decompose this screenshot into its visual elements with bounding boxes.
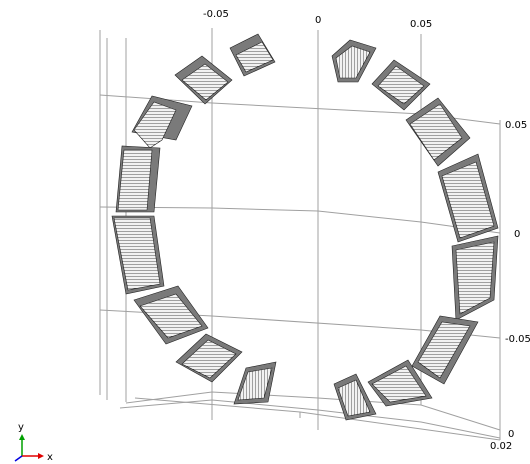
triad-y-arrow-icon: [19, 434, 25, 440]
coil-geometry[interactable]: [111, 33, 499, 421]
tick-label-right-lower: -0.05: [505, 334, 530, 345]
triad-x-arrow-icon: [38, 453, 44, 459]
coil-block[interactable]: [417, 321, 471, 379]
tick-label-top-left: -0.05: [203, 9, 229, 20]
coil-block[interactable]: [117, 149, 153, 211]
triad-y-label: y: [18, 422, 24, 433]
coil-block[interactable]: [455, 241, 495, 315]
coil-block[interactable]: [181, 63, 229, 101]
coil-block[interactable]: [237, 367, 273, 401]
coil-block[interactable]: [139, 293, 203, 339]
axis-labels: -0.05 0 0.05 0.05 0 -0.05 0 0.02: [203, 9, 530, 452]
coil-block[interactable]: [113, 217, 161, 291]
coil-block[interactable]: [235, 41, 274, 73]
coil-block[interactable]: [409, 103, 463, 161]
triad-x-label: x: [47, 452, 53, 463]
coil-block[interactable]: [377, 65, 425, 105]
coil-block[interactable]: [181, 339, 237, 379]
coil-block[interactable]: [133, 101, 177, 149]
triad-z-axis-icon: [14, 455, 23, 462]
coil-block[interactable]: [441, 161, 495, 239]
coil-block[interactable]: [335, 45, 371, 79]
tick-label-right-mid: 0: [514, 229, 520, 240]
tick-label-right-upper: 0.05: [505, 120, 527, 131]
tick-label-top-center: 0: [315, 15, 321, 26]
tick-label-top-right: 0.05: [410, 19, 432, 30]
tick-label-bottom-zero: 0: [508, 429, 514, 440]
coil-block[interactable]: [337, 379, 371, 417]
tick-label-bottom-depth: 0.02: [490, 441, 512, 452]
coil-block[interactable]: [371, 365, 427, 403]
coordinate-triad: y x: [14, 422, 53, 463]
